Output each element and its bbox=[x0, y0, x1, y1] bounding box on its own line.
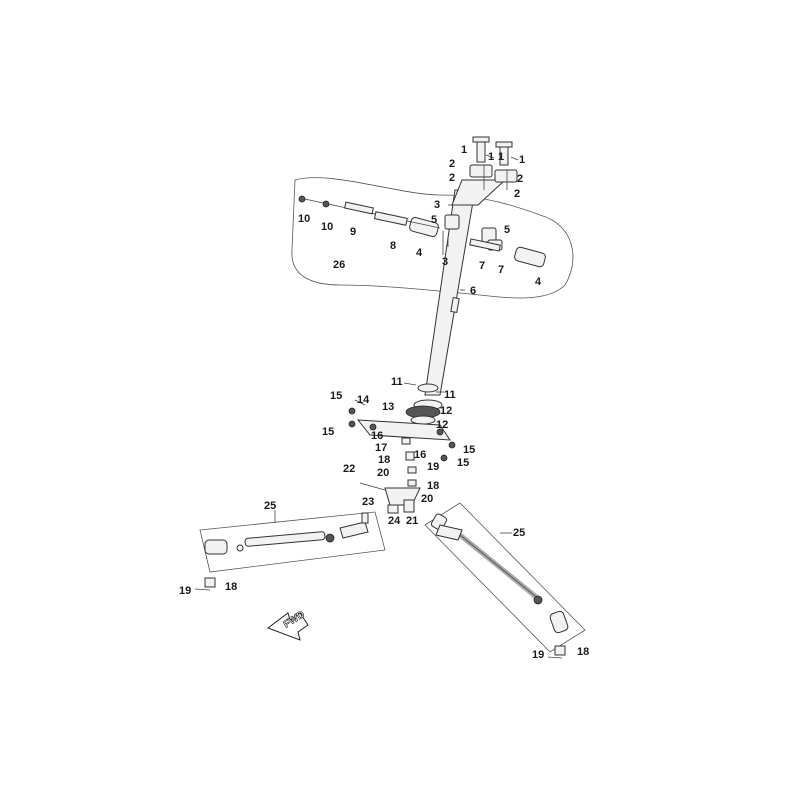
part-callouts: 1 1 1 1 2 2 2 2 3 3 4 4 5 5 6 7 7 8 9 10… bbox=[179, 144, 589, 661]
callout-14: 14 bbox=[357, 394, 370, 406]
forward-direction-arrow: FWD bbox=[266, 609, 309, 641]
left-tie-rod bbox=[194, 511, 386, 591]
callout-4: 4 bbox=[535, 276, 542, 288]
callout-15: 15 bbox=[330, 390, 342, 402]
callout-11: 11 bbox=[444, 389, 456, 401]
mount-bracket bbox=[348, 407, 456, 462]
callout-15: 15 bbox=[322, 426, 334, 438]
callout-20: 20 bbox=[377, 467, 389, 479]
callout-16: 16 bbox=[414, 449, 426, 461]
callout-13: 13 bbox=[382, 401, 394, 413]
group-26-outline bbox=[291, 177, 574, 299]
callout-2: 2 bbox=[514, 188, 520, 200]
callout-18: 18 bbox=[225, 581, 237, 593]
right-tie-rod bbox=[424, 502, 586, 659]
callout-2: 2 bbox=[517, 173, 523, 185]
leader-lines bbox=[274, 154, 519, 534]
callout-7: 7 bbox=[498, 264, 504, 276]
callout-18: 18 bbox=[577, 646, 589, 658]
callout-11: 11 bbox=[391, 376, 403, 388]
callout-2: 2 bbox=[449, 172, 455, 184]
callout-3: 3 bbox=[442, 256, 448, 268]
callout-18: 18 bbox=[427, 480, 439, 492]
callout-15: 15 bbox=[457, 457, 469, 469]
callout-3: 3 bbox=[434, 199, 440, 211]
callout-24: 24 bbox=[388, 515, 401, 527]
top-clamp-bolts bbox=[469, 136, 518, 190]
callout-21: 21 bbox=[406, 515, 418, 527]
callout-5: 5 bbox=[431, 214, 437, 226]
callout-1: 1 bbox=[498, 151, 504, 163]
callout-19: 19 bbox=[427, 461, 439, 473]
callout-10: 10 bbox=[298, 213, 310, 225]
callout-25: 25 bbox=[264, 500, 276, 512]
callout-5: 5 bbox=[504, 224, 510, 236]
pitman-pivot bbox=[359, 437, 421, 514]
callout-12: 12 bbox=[436, 419, 448, 431]
callout-23: 23 bbox=[362, 496, 374, 508]
callout-18: 18 bbox=[378, 454, 390, 466]
steering-shaft bbox=[424, 179, 507, 396]
callout-8: 8 bbox=[390, 240, 396, 252]
callout-19: 19 bbox=[179, 585, 191, 597]
callout-1: 1 bbox=[488, 151, 494, 163]
callout-15: 15 bbox=[463, 444, 475, 456]
callout-7: 7 bbox=[479, 260, 485, 272]
clamp-parts bbox=[298, 195, 546, 268]
callout-19: 19 bbox=[532, 649, 544, 661]
callout-9: 9 bbox=[350, 226, 356, 238]
callout-16: 16 bbox=[371, 430, 383, 442]
callout-6: 6 bbox=[470, 285, 476, 297]
callout-22: 22 bbox=[343, 463, 355, 475]
callout-1: 1 bbox=[461, 144, 467, 156]
callout-4: 4 bbox=[416, 247, 423, 259]
callout-12: 12 bbox=[440, 405, 452, 417]
callout-26: 26 bbox=[333, 259, 345, 271]
callout-25: 25 bbox=[513, 527, 525, 539]
lower-bearing-stack bbox=[405, 383, 443, 425]
callout-2: 2 bbox=[449, 158, 455, 170]
callout-17: 17 bbox=[375, 442, 387, 454]
callout-10: 10 bbox=[321, 221, 333, 233]
callout-1: 1 bbox=[519, 154, 525, 166]
callout-20: 20 bbox=[421, 493, 433, 505]
